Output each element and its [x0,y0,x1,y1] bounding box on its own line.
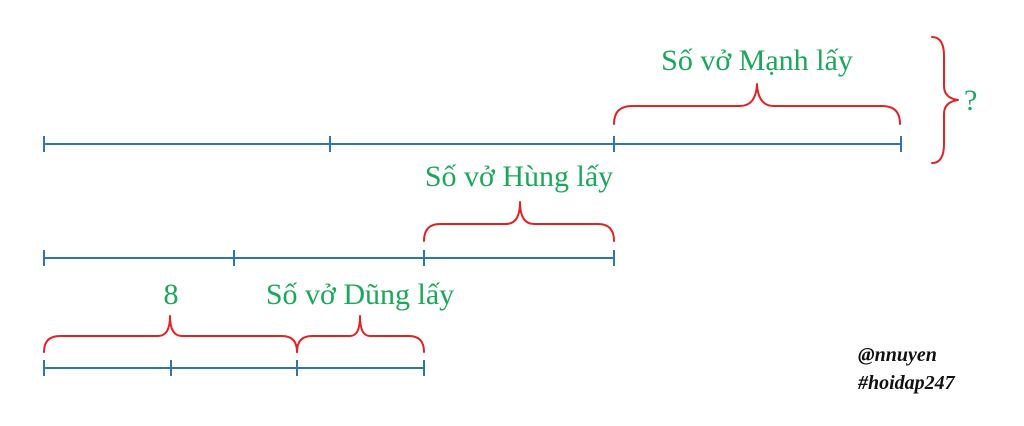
bar-dung [43,360,425,376]
bar-hung [43,250,615,266]
watermark-line-2: #hoidap247 [857,372,956,394]
brace-eight [43,315,298,353]
label-manh: Số vở Mạnh lấy [661,44,853,77]
label-question: ? [964,84,977,117]
label-hung: Số vở Hùng lấy [425,160,613,193]
bar-manh [43,136,902,152]
brace-manh [613,83,901,125]
brace-hung [423,201,615,242]
watermark-line-1: @nnuyen [858,344,937,366]
brace-total [931,36,959,164]
brace-dung [296,315,425,353]
label-eight: 8 [164,278,179,311]
label-dung: Số vở Dũng lấy [266,278,454,311]
